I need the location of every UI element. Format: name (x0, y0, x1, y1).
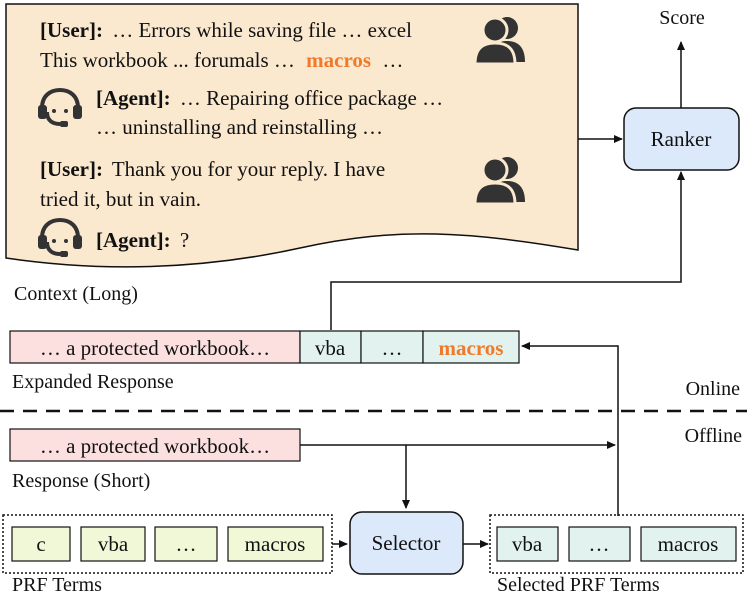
turn-3-line-2: tried it, but in vain. (40, 187, 201, 211)
prf-term: c (36, 532, 45, 556)
expanded-response-box (9, 330, 301, 364)
turn-1-line-2: This workbook ... forumals … (40, 48, 295, 72)
selected-term-box (640, 526, 737, 562)
context-box (5, 3, 579, 268)
user-icon (473, 16, 525, 66)
turn-2-line-2: … uninstalling and reinstalling … (96, 115, 383, 139)
prf-term: macros (245, 532, 306, 556)
expanded-to-ranker-arrow (330, 171, 685, 330)
short-response-text: … a protected workbook… (40, 434, 270, 458)
turn-2-speaker: [Agent]: (96, 86, 171, 110)
turn-3-text: [User]: Thank you for your reply. I have (40, 157, 385, 181)
turn-1-line-2-text: This workbook ... forumals … macros … (40, 48, 403, 72)
prf-term: … (176, 532, 197, 556)
expanded-term-box (299, 330, 362, 364)
selector-label: Selector (372, 531, 441, 555)
expanded-response-text: … a protected workbook… (40, 336, 270, 360)
turn-3-speaker: [User]: (40, 157, 103, 181)
turn-4-line-1: ? (180, 228, 189, 252)
turn-2-line-1: … Repairing office package … (180, 86, 443, 110)
offline-label: Offline (685, 425, 743, 447)
selected-term: macros (658, 532, 719, 556)
ranker-label: Ranker (651, 127, 712, 151)
selected-term: vba (512, 532, 543, 556)
expanded-term-box (360, 330, 424, 364)
selected-term: … (589, 532, 610, 556)
turn-1-highlight: macros (306, 48, 371, 72)
turn-4-text: [Agent]: ? (96, 228, 189, 252)
user-icon (473, 156, 525, 206)
short-response-box (9, 428, 301, 462)
turn-2-text: [Agent]: … Repairing office package … (96, 86, 443, 110)
prf-term-box (154, 526, 218, 562)
context-caption: Context (Long) (14, 283, 138, 305)
selected-to-expanded-arrow (521, 342, 619, 516)
expanded-term-box (422, 330, 520, 364)
turn-3-line-1: Thank you for your reply. I have (112, 157, 385, 181)
score-label: Score (659, 7, 705, 29)
turn-4-speaker: [Agent]: (96, 228, 171, 252)
headset-icon (38, 87, 82, 127)
turn-1-line-1: … Errors while saving file … excel (112, 18, 412, 42)
prf-caption: PRF Terms (12, 574, 102, 594)
prf-term-box (11, 526, 71, 562)
headset-icon (38, 217, 82, 257)
selected-terms-group (489, 514, 744, 574)
expanded-term: vba (315, 336, 346, 360)
expanded-term-highlight: macros (439, 336, 504, 360)
prf-term-box (227, 526, 324, 562)
prf-term-box (80, 526, 146, 562)
selected-term-box (568, 526, 631, 562)
expanded-term: … (382, 336, 403, 360)
short-caption: Response (Short) (12, 470, 150, 492)
expanded-caption: Expanded Response (12, 371, 174, 393)
turn-1-text: [User]: … Errors while saving file … exc… (40, 18, 412, 42)
selected-term-box (496, 526, 559, 562)
online-label: Online (686, 378, 741, 400)
selector-box (349, 511, 464, 575)
turn-1-speaker: [User]: (40, 18, 103, 42)
turn-1-tail: … (382, 48, 403, 72)
prf-term: vba (98, 532, 129, 556)
selected-caption: Selected PRF Terms (497, 574, 660, 594)
